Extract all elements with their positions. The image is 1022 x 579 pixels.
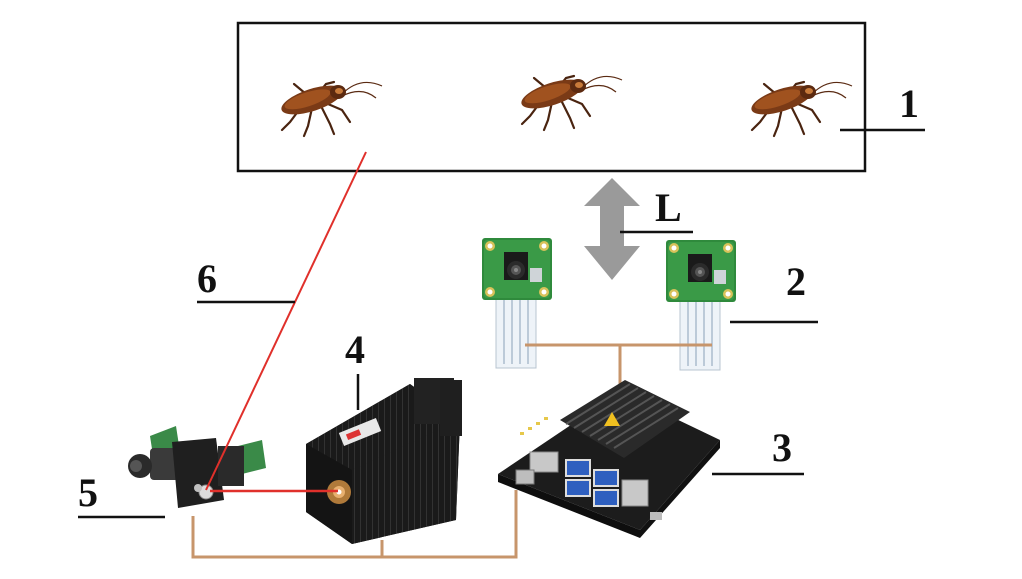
label-5: 5 <box>78 473 98 513</box>
label-6: 6 <box>197 259 217 299</box>
jetson-board-icon <box>498 380 720 538</box>
label-1: 1 <box>899 84 919 124</box>
distance-arrow-icon <box>584 178 640 280</box>
label-L: L <box>655 188 682 228</box>
label-2: 2 <box>786 262 806 302</box>
galvo-mirror-icon <box>128 426 266 508</box>
label-4: 4 <box>345 330 365 370</box>
laser-module-icon <box>306 378 462 544</box>
camera-module-right <box>666 240 736 370</box>
label-3: 3 <box>772 428 792 468</box>
camera-module-left <box>482 238 552 368</box>
